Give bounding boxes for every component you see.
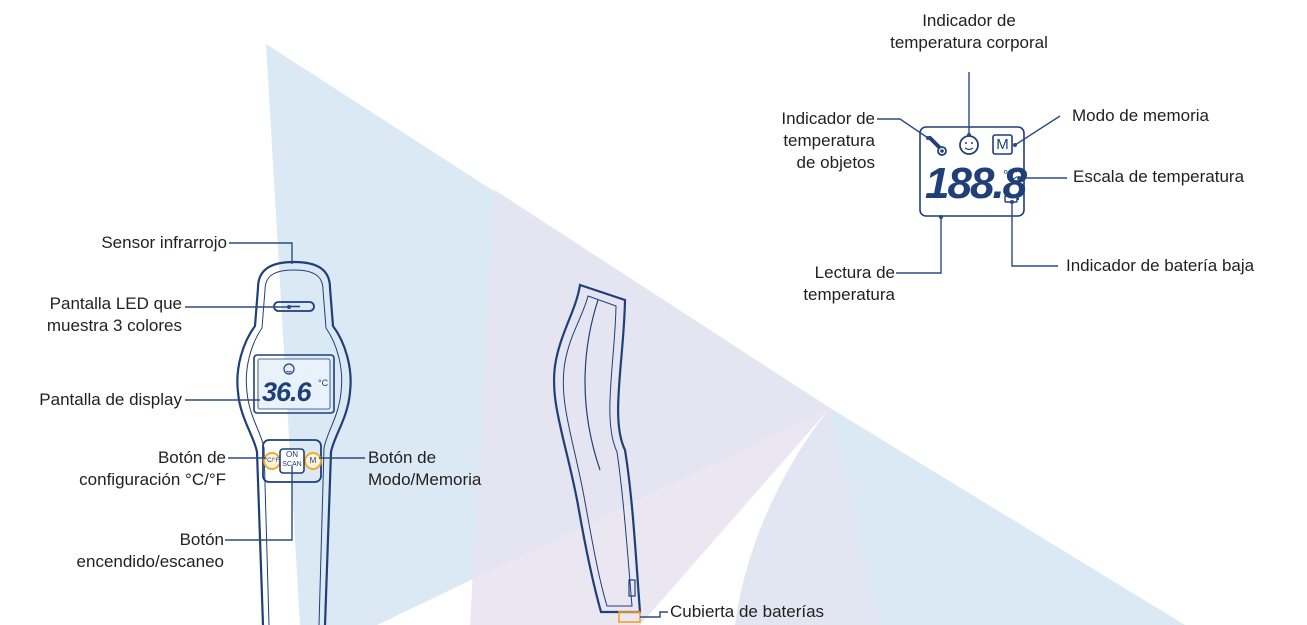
label-sensor: Sensor infrarrojo [101,233,227,252]
label-battery-cover: Cubierta de baterías [670,602,825,621]
label-memory-mode: Modo de memoria [1072,106,1210,125]
front-screen-unit: °C [318,378,329,388]
label-body-temp-line2: temperatura corporal [890,33,1048,52]
label-power-line1: Botón [179,530,224,549]
label-power-line2: encendido/escaneo [76,552,224,571]
label-config-line1: Botón de [157,448,226,467]
leader-low-battery [1011,202,1058,267]
label-led-line2: muestra 3 colores [46,316,182,335]
button-scan-label: SCAN [282,461,302,468]
leader-object-temp [877,118,929,139]
front-screen-reading: 36.6 [262,377,312,407]
label-config-button: Botón de configuración °C/°F [30,447,226,491]
leader-power [225,466,293,541]
leader-lines [185,72,1067,618]
lcd-unit: °C [1003,167,1018,182]
memory-icon-box [992,134,1013,155]
thermometer-side [552,283,642,623]
label-body-temp-line1: Indicador de [922,11,1016,30]
label-config-line2: configuración °C/°F [79,470,226,489]
leader-memory [1014,115,1061,146]
button-on-label: ON [286,450,298,459]
leader-sensor [229,242,293,264]
mode-button[interactable] [304,452,322,470]
side-body-inner [562,295,633,607]
label-led-line1: Pantalla LED que [49,294,182,313]
thermometer-front [236,260,352,625]
label-object-temp-line1: Indicador de [781,109,875,128]
low-battery-tip [1017,198,1019,200]
label-display: Pantalla de display [39,390,182,409]
thermometer-body-outline [236,260,352,625]
label-low-battery: Indicador de batería baja [1066,256,1255,275]
beam-right-purple [735,408,880,625]
side-body-curve [584,299,601,471]
body-temp-icon [959,135,979,155]
object-temp-icon [928,136,947,156]
label-object-temp-line2: temperatura [783,131,875,150]
label-temp-reading-line2: temperatura [803,285,895,304]
beam-center [470,190,830,625]
label-temp-reading: Lectura de temperatura [740,262,895,306]
label-object-temp: Indicador de temperatura de objetos [720,108,875,174]
label-mode-line1: Botón de [368,448,437,467]
side-body-outline [552,283,642,614]
label-temp-scale: Escala de temperatura [1073,167,1245,186]
front-display-inner [257,358,331,410]
side-port [628,579,636,597]
label-mode-button: Botón de Modo/Memoria [368,447,538,491]
leader-reading [896,217,942,274]
label-led: Pantalla LED que muestra 3 colores [10,293,182,337]
label-temp-reading-line1: Lectura de [814,263,895,282]
light-beams [266,44,1185,625]
right-button-glyph: M [309,456,317,465]
leader-battery-cover [640,611,668,618]
label-power-button: Botón encendido/escaneo [60,529,224,573]
front-face-icon [283,363,295,375]
left-button-glyph: °C/°F [264,458,280,464]
front-display [253,354,335,414]
leader-dots [287,133,1021,309]
thermometer-body-inner [245,269,343,625]
label-object-temp-line3: de objetos [796,153,875,172]
label-mode-line2: Modo/Memoria [368,470,482,489]
lcd-memory-glyph: M [996,136,1009,153]
label-body-temp: Indicador de temperatura corporal [869,10,1069,54]
lcd-detail [919,126,1025,217]
lcd-panel [919,126,1025,217]
lcd-digits: 188.8 [925,159,1027,208]
front-face-smile [286,370,292,373]
